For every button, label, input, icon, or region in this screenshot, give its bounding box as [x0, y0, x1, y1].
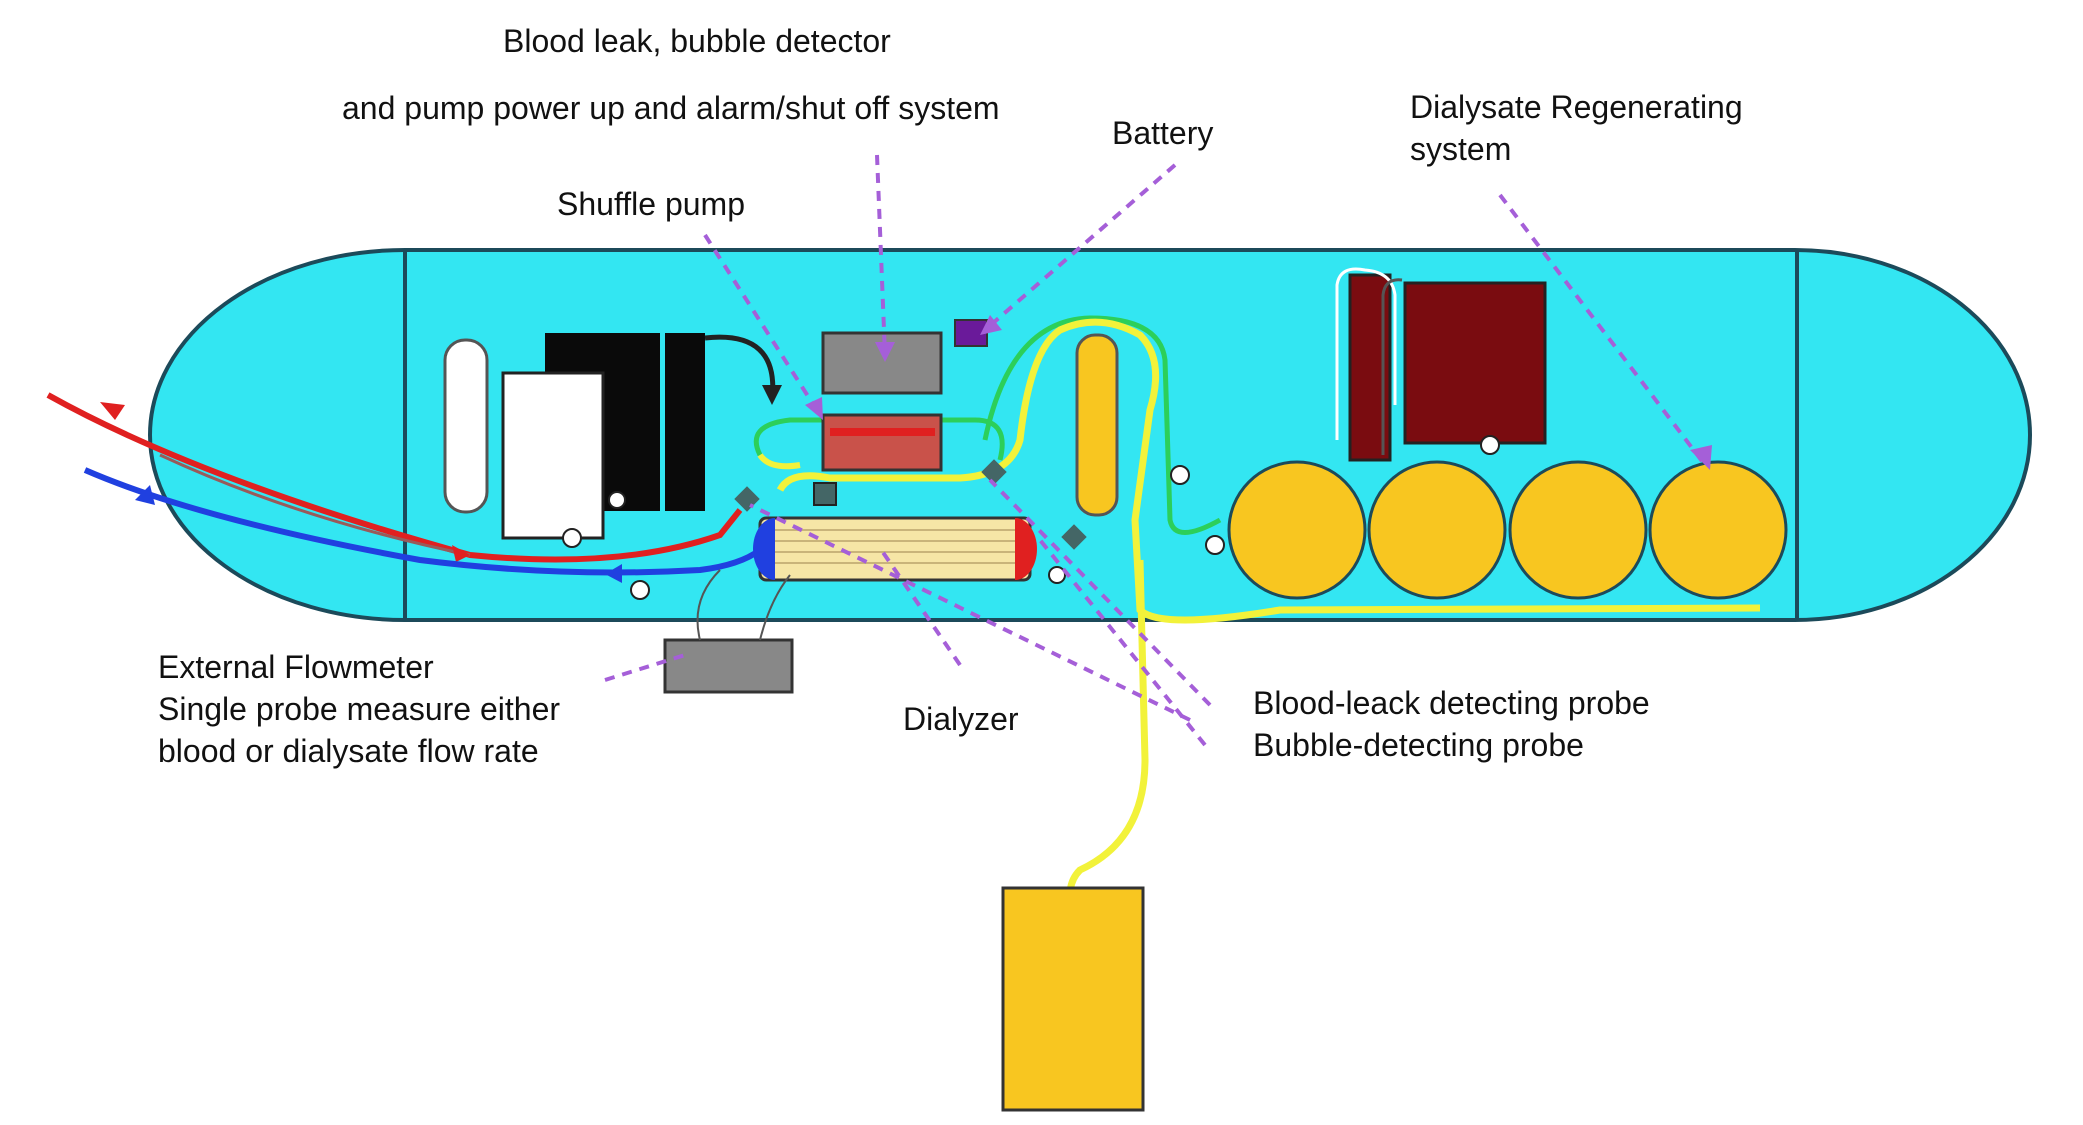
maroon-loop-tube — [1335, 267, 1397, 440]
arterial-blood-line — [46, 392, 743, 563]
flowmeter-wire — [696, 569, 721, 641]
external-blood-lines — [46, 392, 762, 583]
port-circle-5 — [1205, 535, 1225, 555]
label-dialyzer: Dialyzer — [903, 701, 1019, 737]
leader-lines — [604, 154, 1707, 747]
white-box — [501, 371, 605, 540]
sensor-square — [813, 482, 837, 506]
label-blood-leak-probe: Blood-leack detecting probe — [1253, 685, 1650, 721]
label-flowmeter-line3: blood or dialysate flow rate — [158, 733, 539, 769]
external-flowmeter-box — [663, 638, 794, 694]
dialyzer-stripes — [775, 529, 1015, 564]
port-circle-4 — [1170, 465, 1190, 485]
maroon-box — [1403, 281, 1547, 445]
arrowhead-shuffle — [805, 397, 823, 420]
cartridge-1 — [1227, 460, 1367, 600]
leader-detector — [875, 154, 887, 356]
regenerating-system — [1227, 267, 1788, 600]
green-loop-2 — [982, 315, 1222, 535]
black-block-right — [665, 333, 705, 511]
flowmeter-wire-2 — [759, 574, 791, 641]
probe-diamond-1 — [981, 459, 1007, 485]
cartridge-2 — [1367, 460, 1507, 600]
venous-blood-line — [83, 467, 762, 576]
left-components — [443, 333, 782, 600]
arrowhead-detector — [875, 342, 895, 362]
dialyzer-blue-cap — [753, 518, 775, 580]
pump-loop-arrow — [762, 385, 782, 405]
label-shuffle-pump: Shuffle pump — [557, 186, 745, 222]
label-regen-line1: Dialysate Regenerating — [1410, 89, 1743, 125]
label-flowmeter-line2: Single probe measure either — [158, 691, 561, 727]
leader-bubble-probe — [1038, 538, 1207, 747]
yellow-tube-upper — [757, 453, 801, 470]
yellow-tube-loop — [776, 318, 1761, 624]
label-blood-leak-subtitle: and pump power up and alarm/shut off sys… — [342, 90, 1000, 126]
white-cylinder — [443, 338, 489, 514]
venous-arrow — [135, 485, 155, 505]
dialysate-reservoir — [1001, 886, 1145, 1112]
leader-battery — [983, 163, 1177, 332]
port-circle-6 — [1048, 566, 1066, 584]
leader-probe-3 — [749, 503, 1191, 722]
arrowhead-regen — [1690, 445, 1712, 470]
cartridge-4 — [1648, 460, 1788, 600]
label-bubble-probe: Bubble-detecting probe — [1253, 727, 1584, 763]
leader-flowmeter — [604, 653, 686, 682]
yellow-cylinder — [1075, 333, 1119, 517]
maroon-loop-tube-2 — [1381, 278, 1403, 455]
arterial-line-shade — [159, 453, 471, 557]
port-circle-1 — [562, 528, 582, 548]
leader-arrowheads — [805, 315, 1712, 470]
label-battery: Battery — [1112, 115, 1214, 151]
yellow-tube-extension — [1066, 559, 1149, 896]
maroon-port — [1480, 435, 1500, 455]
label-blood-leak-title: Blood leak, bubble detector — [503, 23, 891, 59]
arterial-arrow-2 — [452, 545, 470, 562]
port-circle-3 — [630, 580, 650, 600]
dialyzer-red-cap — [1015, 518, 1037, 580]
leader-dialyzer — [878, 546, 962, 667]
arterial-arrow — [100, 402, 125, 420]
shuffle-pump-tube — [821, 413, 943, 472]
label-flowmeter-line1: External Flowmeter — [158, 649, 434, 685]
port-circle-2 — [608, 491, 626, 509]
label-regen-line2: system — [1410, 131, 1512, 167]
cartridge-3 — [1508, 460, 1648, 600]
arrowhead-battery — [980, 315, 1002, 335]
venous-arrow-2 — [605, 564, 622, 583]
leader-regen — [1498, 193, 1707, 467]
external-units — [663, 569, 1145, 1112]
